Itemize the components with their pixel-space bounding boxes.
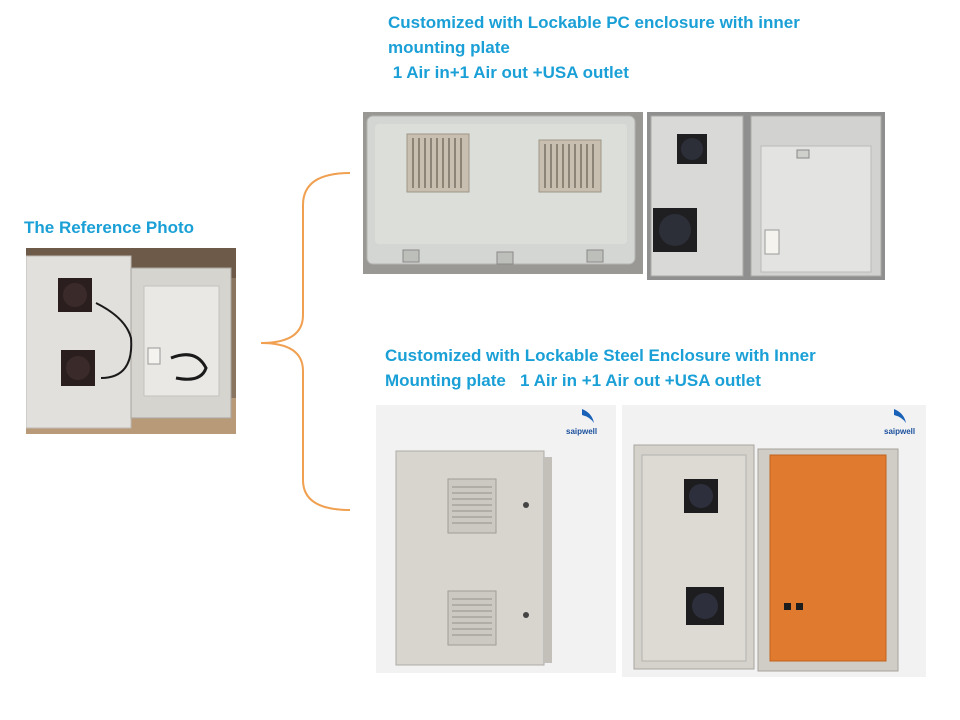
bracket-connector [260, 172, 351, 511]
pc-option-caption-line-2: mounting plate [388, 38, 510, 57]
pc-enclosure-closed-photo [363, 112, 643, 274]
brand-logo-right: saipwell [884, 427, 916, 436]
steel-option-caption-line-1: Customized with Lockable Steel Enclosure… [385, 346, 816, 365]
steel-enclosure-closed-photo: saipwell [376, 405, 616, 673]
brand-logo-left: saipwell [566, 427, 598, 436]
reference-photo [26, 248, 236, 434]
steel-option-caption-line-2: Mounting plate 1 Air in +1 Air out +USA … [385, 371, 761, 390]
pc-option-caption-line-1: Customized with Lockable PC enclosure wi… [388, 13, 800, 32]
steel-enclosure-open-photo: saipwell [622, 405, 926, 677]
pc-enclosure-open-photo [647, 112, 885, 280]
pc-option-caption-line-3: 1 Air in+1 Air out +USA outlet [388, 63, 629, 82]
reference-title: The Reference Photo [24, 218, 195, 237]
